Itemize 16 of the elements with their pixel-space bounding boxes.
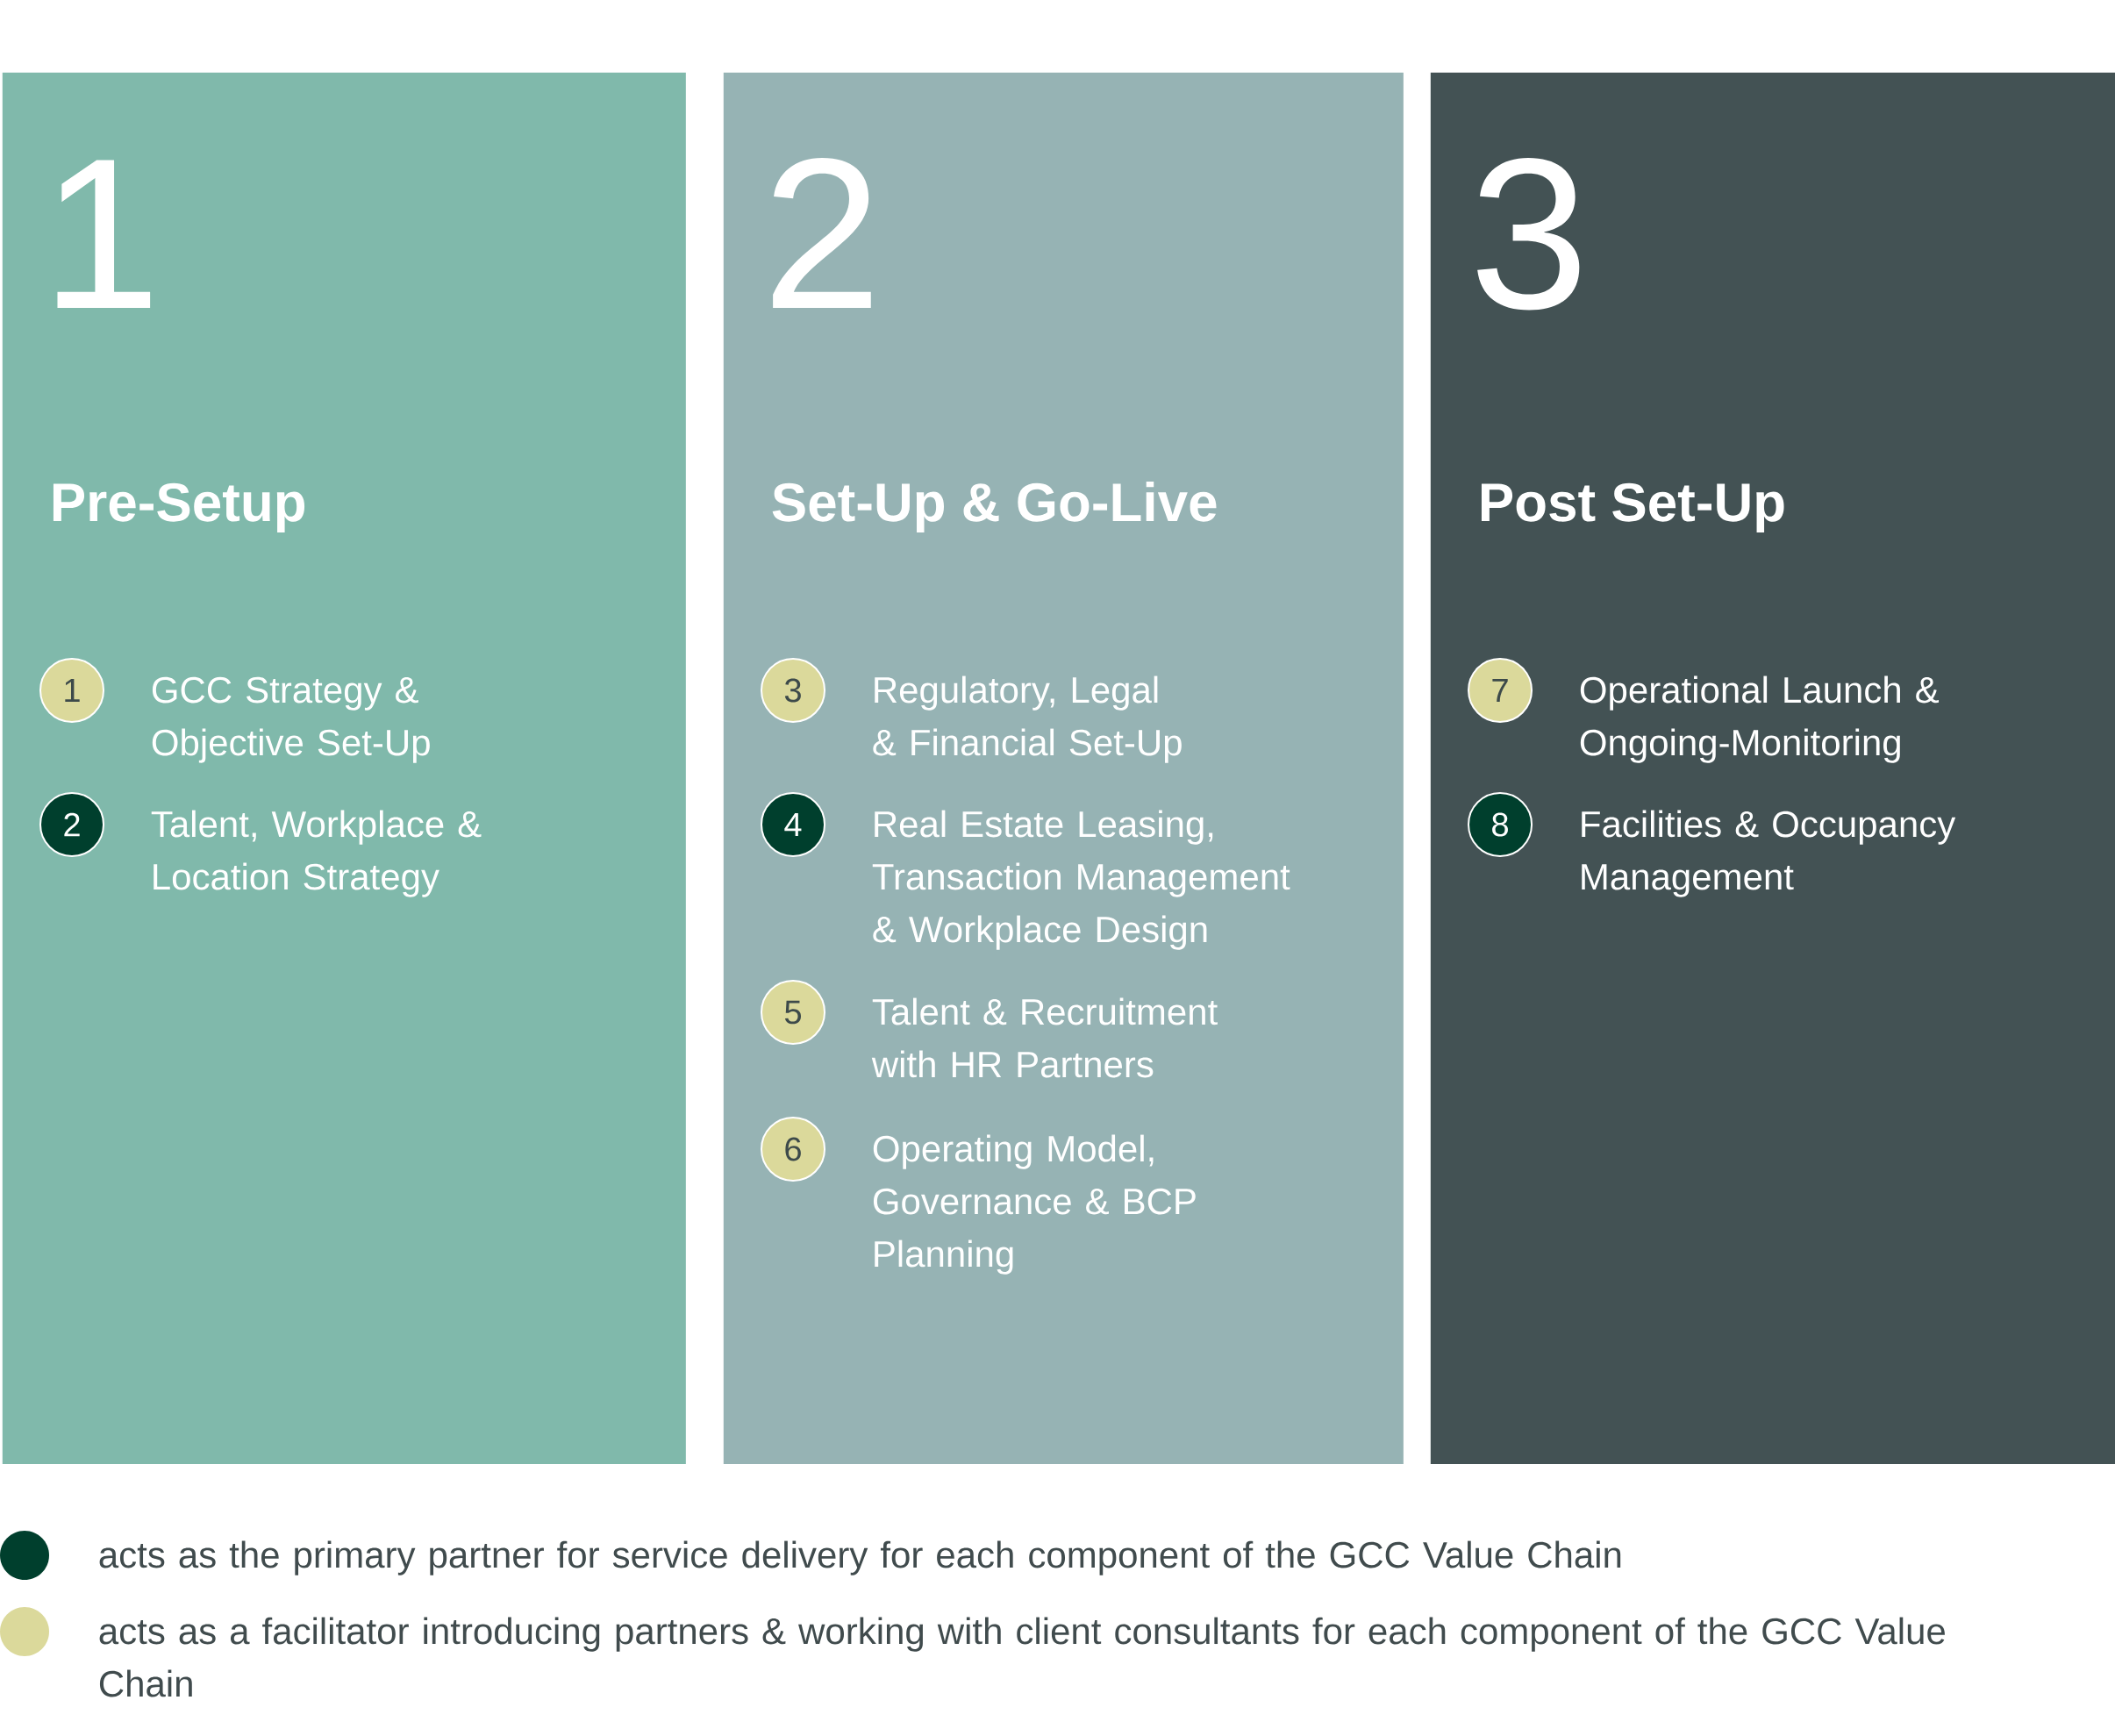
item-text: GCC Strategy & Objective Set-Up bbox=[152, 676, 430, 763]
phase-number: 2 bbox=[773, 157, 871, 308]
item-text: Regulatory, Legal & Financial Set-Up bbox=[873, 675, 1182, 763]
phase-heading: Set-Up & Go-Live bbox=[772, 482, 1217, 532]
phase-number: 1 bbox=[57, 160, 151, 308]
legend-text: acts as the primary partner for service delivery for each component of the GCC Value Chain bbox=[99, 1540, 1621, 1575]
phase-heading: Pre-Setup bbox=[53, 482, 305, 532]
phase-number: 3 bbox=[1477, 157, 1580, 311]
legend-text: acts as a facilitator introducing partners & working with client consultants for each component of the GCC Value Chain bbox=[99, 1617, 1945, 1697]
item-text: Talent, Workplace & Location Strategy bbox=[151, 810, 482, 897]
item-text: Real Estate Leasing, Transaction Management & Workplace Design bbox=[872, 810, 1290, 950]
item-text: Facilities & Occupancy Management bbox=[1582, 810, 1956, 897]
item-text: Operational Launch & Ongoing-Monitoring bbox=[1580, 675, 1940, 763]
item-text: Talent & Recruitment with HR Partners bbox=[871, 997, 1218, 1078]
item-text: Operating Model, Governance & BCP Planning bbox=[873, 1134, 1196, 1275]
phase-heading: Post Set-Up bbox=[1481, 482, 1784, 532]
